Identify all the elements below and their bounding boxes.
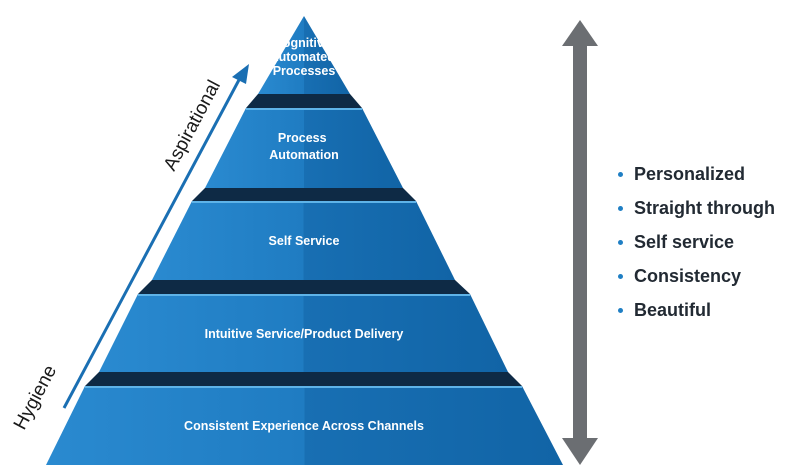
bullet-dot-icon	[618, 308, 623, 313]
bullet-item-personalized: Personalized	[618, 160, 775, 194]
bullet-item-beautiful: Beautiful	[618, 296, 775, 330]
bullet-item-straight-through: Straight through	[618, 194, 775, 228]
tier-self-service	[152, 201, 455, 280]
vertical-range-arrow	[562, 20, 598, 465]
bullet-text: Straight through	[634, 198, 775, 218]
arrow-up-icon	[562, 20, 598, 46]
bullet-text: Self service	[634, 232, 735, 252]
attribute-bullet-list: Personalized Straight through Self servi…	[618, 160, 775, 330]
shadow-band-1	[246, 94, 362, 108]
tier-shadow-bands	[85, 94, 522, 386]
tier-label-process-automation: Process Automation	[269, 131, 338, 162]
tier-labels: Cognitive Automated Processes Process Au…	[184, 36, 424, 433]
tier-intuitive-service-product-delivery	[99, 294, 508, 372]
bullet-dot-icon	[618, 274, 623, 279]
tier-consistent-experience	[46, 386, 563, 465]
shadow-band-3	[138, 280, 470, 294]
arrow-down-icon	[562, 438, 598, 465]
tier-label-intuitive-service-product-delivery: Intuitive Service/Product Delivery	[205, 327, 404, 341]
bullet-dot-icon	[618, 240, 623, 245]
hygiene-label: Hygiene	[10, 362, 61, 433]
diagonal-progress-arrow	[62, 64, 249, 409]
tier-label-cognitive-automated-processes: Cognitive Automated Processes	[270, 36, 339, 78]
tier-label-consistent-experience: Consistent Experience Across Channels	[184, 419, 424, 433]
tier-process-automation	[205, 108, 403, 188]
diagonal-arrow-shaft	[62, 77, 242, 409]
shadow-band-4	[85, 372, 522, 386]
bullet-text: Beautiful	[634, 300, 712, 320]
tier-top-edges	[85, 108, 522, 388]
arrow-up-icon	[232, 64, 249, 84]
tier-cognitive-automated-processes	[258, 16, 350, 94]
vertical-arrow-shaft	[573, 44, 587, 440]
bullet-text: Consistency	[634, 266, 742, 286]
bullet-dot-icon	[618, 172, 623, 177]
bullet-dot-icon	[618, 206, 623, 211]
shadow-band-2	[192, 188, 416, 201]
bullet-item-consistency: Consistency	[618, 262, 775, 296]
pyramid-tiers	[46, 16, 563, 465]
tier-label-self-service: Self Service	[269, 234, 340, 248]
bullet-item-self-service: Self service	[618, 228, 775, 262]
bullet-text: Personalized	[634, 164, 746, 184]
